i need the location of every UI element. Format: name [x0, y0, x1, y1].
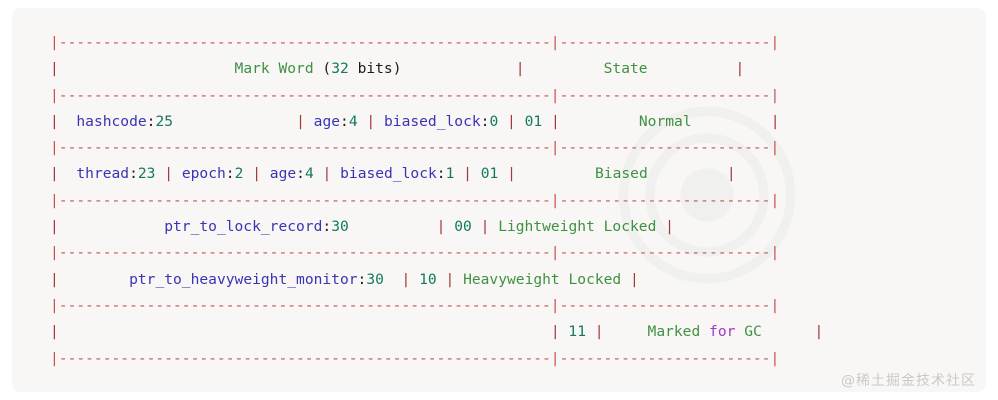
field-ptr-lock-record: ptr_to_lock_record [164, 218, 323, 236]
state-biased: Biased [595, 165, 648, 183]
colon: : [296, 165, 305, 183]
state-normal: Normal [638, 112, 692, 130]
field-ptr-heavyweight-monitor: ptr_to_heavyweight_monitor [129, 270, 358, 288]
field-epoch: epoch [181, 165, 226, 183]
pipe: | [515, 60, 525, 78]
keyword-for: for [709, 323, 736, 341]
pipe: | [322, 165, 332, 183]
pipe: | [436, 218, 446, 236]
colon: : [225, 165, 235, 183]
markword-bits: 32 [331, 60, 349, 78]
field-epoch-bits: 2 [234, 165, 244, 183]
pipe: | [463, 165, 472, 183]
rule-separator: |---------------------------------------… [50, 86, 780, 104]
field-age-bits: 4 [304, 165, 314, 183]
code-surface: |---------------------------------------… [50, 30, 986, 392]
pipe: | [50, 165, 59, 183]
pipe: | [50, 112, 59, 130]
pipe: | [50, 270, 59, 288]
state-heavyweight-locked: Heavyweight Locked [463, 270, 622, 288]
tag-bits-heavyweight: 10 [419, 270, 437, 288]
tag-bits-normal: 01 [524, 112, 543, 130]
pipe: | [735, 60, 745, 78]
pipe: | [814, 323, 824, 341]
pipe: | [366, 112, 376, 130]
colon: : [129, 165, 138, 183]
colon: : [436, 165, 446, 183]
field-thread: thread [76, 165, 130, 183]
rule-separator: |---------------------------------------… [50, 244, 780, 262]
pipe: | [550, 323, 560, 341]
field-age: age [313, 112, 341, 130]
tag-bits-gc: 11 [568, 323, 586, 341]
rule-separator: |---------------------------------------… [50, 296, 780, 314]
field-age: age [269, 165, 297, 183]
pipe: | [50, 218, 59, 236]
pipe: | [770, 112, 780, 130]
pipe: | [50, 323, 59, 341]
markword-label: Mark Word [234, 60, 314, 78]
pipe: | [630, 270, 639, 288]
field-hashcode: hashcode [76, 112, 147, 130]
tag-bits-biased: 01 [480, 165, 499, 183]
state-lightweight-locked: Lightweight Locked [498, 218, 657, 236]
pipe: | [551, 112, 560, 130]
pipe: | [480, 218, 490, 236]
colon: : [146, 112, 156, 130]
tag-bits-lightweight: 00 [454, 218, 472, 236]
field-biased-lock-bits: 0 [489, 112, 499, 130]
pipe: | [507, 165, 516, 183]
rule-top: |---------------------------------------… [50, 34, 780, 51]
field-hashcode-bits: 25 [155, 112, 174, 130]
rule-bottom: |---------------------------------------… [50, 349, 780, 367]
field-biased-lock: biased_lock [340, 165, 437, 183]
state-header: State [603, 60, 648, 78]
pipe: | [665, 218, 674, 236]
state-marked: Marked [647, 323, 701, 341]
colon: : [340, 112, 349, 130]
field-thread-bits: 23 [137, 165, 156, 183]
pipe: | [726, 165, 736, 183]
field-biased-lock: biased_lock [384, 112, 481, 130]
colon: : [322, 218, 332, 236]
state-gc: GC [744, 323, 762, 341]
ascii-art-table: |---------------------------------------… [50, 30, 986, 372]
pipe: | [401, 270, 411, 288]
bits-label: bits [357, 60, 393, 78]
rule-separator: |---------------------------------------… [50, 191, 780, 209]
paren-open: ( [322, 60, 332, 78]
pipe: | [445, 270, 455, 288]
colon: : [480, 112, 490, 130]
pipe: | [50, 60, 59, 78]
pipe: | [252, 165, 261, 183]
pipe: | [164, 165, 174, 183]
paren-close: ) [392, 60, 402, 78]
field-ptr-lock-record-bits: 30 [331, 218, 349, 236]
pipe: | [594, 323, 604, 341]
colon: : [357, 270, 367, 288]
pipe: | [296, 112, 305, 130]
field-ptr-heavyweight-monitor-bits: 30 [366, 270, 384, 288]
field-biased-lock-bits: 1 [445, 165, 455, 183]
rule-separator: |---------------------------------------… [50, 139, 780, 157]
pipe: | [507, 112, 516, 130]
field-age-bits: 4 [348, 112, 358, 130]
code-block-panel: |---------------------------------------… [12, 8, 986, 392]
